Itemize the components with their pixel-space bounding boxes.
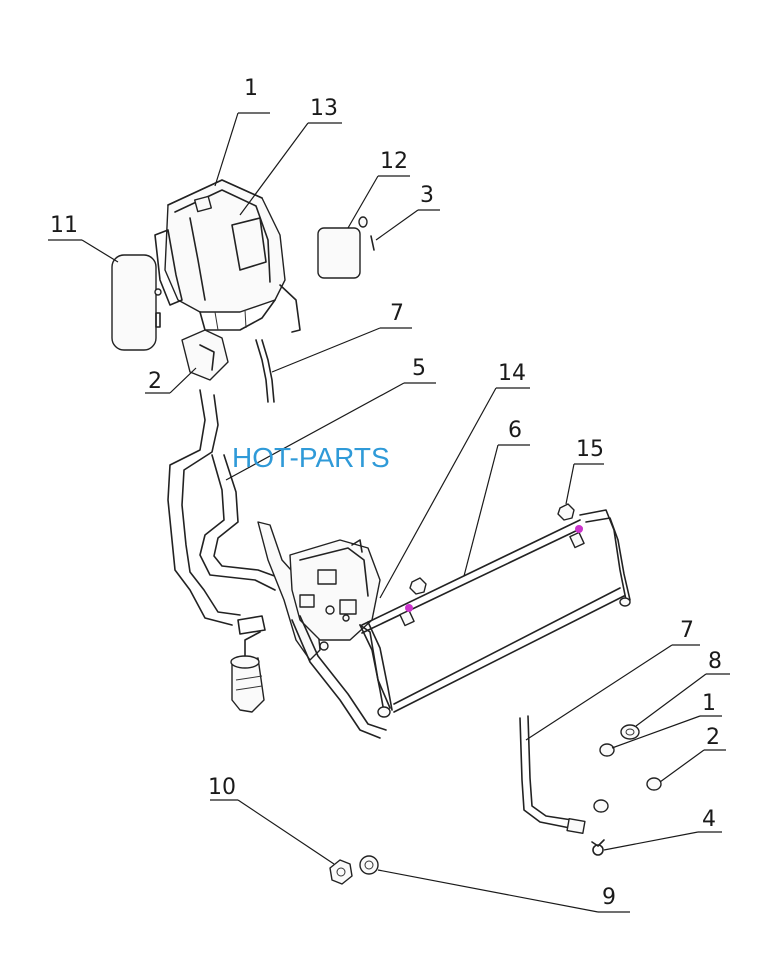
leader-lines [48, 112, 730, 913]
nut-15 [557, 503, 575, 521]
lower-frame [291, 615, 393, 739]
hose-clamp [591, 839, 605, 856]
callout-14: 14 [498, 361, 526, 386]
callout-7-lower: 7 [680, 618, 694, 643]
fuel-tank [154, 179, 301, 333]
callout-10: 10 [208, 775, 236, 800]
callout-7-upper: 7 [390, 301, 404, 326]
nut-center [409, 577, 427, 595]
callout-11: 11 [50, 213, 78, 238]
fitting-nut [646, 777, 662, 791]
fuel-pipe-assembly [359, 509, 631, 713]
callout-5: 5 [412, 356, 426, 381]
fitting-ring [599, 743, 615, 757]
callout-3: 3 [420, 183, 434, 208]
fitting-bushing [593, 799, 609, 813]
callout-12: 12 [380, 149, 408, 174]
fitting-cap [620, 724, 640, 740]
callout-4: 4 [702, 807, 716, 832]
callout-6: 6 [508, 418, 522, 443]
hex-nut [329, 859, 353, 885]
callout-2-lower: 2 [706, 725, 720, 750]
callout-15: 15 [576, 437, 604, 462]
fuel-filter [230, 615, 266, 713]
side-cover-right [317, 216, 368, 279]
bolt-small [370, 235, 375, 251]
callout-13: 13 [310, 96, 338, 121]
fuel-line [167, 389, 281, 626]
callout-1-top: 1 [244, 76, 258, 101]
watermark-text: HOT-PARTS [232, 442, 390, 473]
callout-9: 9 [602, 885, 616, 910]
callout-8: 8 [708, 649, 722, 674]
side-cover-left [111, 254, 162, 351]
callout-labels: 1 13 12 3 11 7 2 5 14 6 15 7 8 1 2 4 10 … [50, 76, 722, 910]
callout-1-lower: 1 [702, 691, 716, 716]
drain-hose-lower [519, 715, 586, 834]
tank-bracket [181, 329, 229, 381]
washer [359, 855, 379, 875]
drain-hose-upper [255, 339, 275, 403]
valve-assembly [257, 521, 381, 661]
callout-2-left: 2 [148, 369, 162, 394]
